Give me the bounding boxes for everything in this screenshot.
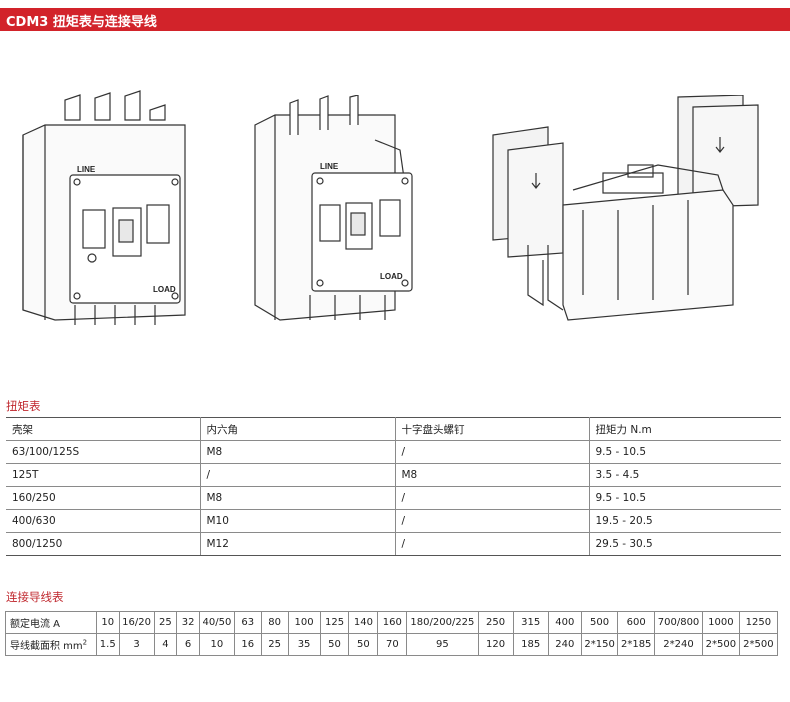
- area-cell: 10: [198, 633, 235, 656]
- wire-area-row: 导线截面积 mm2 1.5 3 4 6 10 16 25 35 50 50 70…: [5, 633, 779, 656]
- area-cell: 2*500: [738, 633, 779, 656]
- terminal-barrier-illustration: [492, 95, 759, 321]
- area-cell: 50: [348, 633, 379, 656]
- area-cell: 2*150: [580, 633, 619, 656]
- area-label-superscript: 2: [82, 638, 88, 647]
- current-cell: 700/800: [653, 611, 704, 634]
- area-cell: 25: [260, 633, 289, 656]
- table-row: 400/630 M10 / 19.5 - 20.5: [6, 509, 781, 533]
- area-cell: 16: [233, 633, 262, 656]
- table-row: 160/250 M8 / 9.5 - 10.5: [6, 486, 781, 510]
- table-cell: /: [395, 509, 590, 533]
- table-cell: 9.5 - 10.5: [589, 440, 781, 464]
- area-cell: 4: [153, 633, 178, 656]
- area-cell: 185: [512, 633, 549, 656]
- area-cell: 70: [377, 633, 408, 656]
- current-cell: 16/20: [118, 611, 155, 634]
- column-header: 扭矩力 N.m: [589, 417, 781, 441]
- current-cell: 1250: [738, 611, 779, 634]
- table-cell: 63/100/125S: [6, 440, 201, 464]
- area-cell: 6: [176, 633, 200, 656]
- current-cell: 100: [287, 611, 321, 634]
- line-label: LINE: [77, 165, 96, 174]
- breaker-front-illustration: LINE LOAD: [22, 90, 186, 325]
- area-cell: 2*500: [702, 633, 740, 656]
- table-cell: /: [200, 463, 396, 487]
- table-row: 125T / M8 3.5 - 4.5: [6, 463, 781, 487]
- area-cell: 50: [319, 633, 350, 656]
- table-row: 63/100/125S M8 / 9.5 - 10.5: [6, 440, 781, 464]
- area-cell: 2*240: [653, 633, 704, 656]
- table-cell: 9.5 - 10.5: [589, 486, 781, 510]
- table-cell: 125T: [6, 463, 201, 487]
- current-cell: 125: [319, 611, 350, 634]
- column-header: 十字盘头螺钉: [395, 417, 590, 441]
- area-cell: 35: [287, 633, 321, 656]
- area-row-label: 导线截面积 mm2: [5, 633, 97, 656]
- load-label: LOAD: [380, 272, 403, 281]
- area-cell: 2*185: [617, 633, 655, 656]
- table-cell: /: [395, 532, 590, 556]
- current-cell: 180/200/225: [406, 611, 479, 634]
- page-title: CDM3 扭矩表与连接导线: [6, 15, 157, 30]
- line-label: LINE: [320, 162, 339, 171]
- current-cell: 10: [95, 611, 120, 634]
- current-cell: 32: [176, 611, 200, 634]
- table-cell: 400/630: [6, 509, 201, 533]
- area-cell: 95: [406, 633, 479, 656]
- current-cell: 160: [377, 611, 408, 634]
- table-cell: /: [395, 486, 590, 510]
- current-cell: 80: [260, 611, 289, 634]
- current-cell: 400: [547, 611, 582, 634]
- torque-section-title: 扭矩表: [6, 399, 41, 413]
- area-cell: 1.5: [95, 633, 120, 656]
- table-cell: 3.5 - 4.5: [589, 463, 781, 487]
- header-banner: CDM3 扭矩表与连接导线: [0, 8, 790, 31]
- table-cell: 160/250: [6, 486, 201, 510]
- table-cell: M10: [200, 509, 396, 533]
- torque-header-row: 壳架 内六角 十字盘头螺钉 扭矩力 N.m: [6, 417, 781, 441]
- current-cell: 1000: [702, 611, 740, 634]
- table-cell: 29.5 - 30.5: [589, 532, 781, 556]
- table-cell: M8: [395, 463, 590, 487]
- current-cell: 63: [233, 611, 262, 634]
- current-cell: 500: [580, 611, 619, 634]
- table-row: 800/1250 M12 / 29.5 - 30.5: [6, 532, 781, 556]
- load-label: LOAD: [153, 285, 176, 294]
- table-cell: M12: [200, 532, 396, 556]
- table-cell: 19.5 - 20.5: [589, 509, 781, 533]
- area-cell: 120: [477, 633, 514, 656]
- column-header: 壳架: [6, 417, 201, 441]
- table-cell: /: [395, 440, 590, 464]
- table-cell: M8: [200, 486, 396, 510]
- wire-table: 额定电流 A 10 16/20 25 32 40/50 63 80 100 12…: [5, 611, 779, 656]
- column-header: 内六角: [200, 417, 396, 441]
- table-cell: 800/1250: [6, 532, 201, 556]
- current-cell: 250: [477, 611, 514, 634]
- wire-section-title: 连接导线表: [6, 590, 64, 604]
- table-cell: M8: [200, 440, 396, 464]
- current-row-label: 额定电流 A: [5, 611, 97, 634]
- current-cell: 25: [153, 611, 178, 634]
- current-cell: 315: [512, 611, 549, 634]
- current-cell: 140: [348, 611, 379, 634]
- area-cell: 240: [547, 633, 582, 656]
- area-cell: 3: [118, 633, 155, 656]
- area-label-text: 导线截面积 mm: [10, 641, 83, 652]
- current-cell: 600: [617, 611, 655, 634]
- breaker-angled-illustration: LINE LOAD: [254, 95, 413, 321]
- current-cell: 40/50: [198, 611, 235, 634]
- torque-table: 壳架 内六角 十字盘头螺钉 扭矩力 N.m 63/100/125S M8 / 9…: [6, 417, 781, 556]
- wire-current-row: 额定电流 A 10 16/20 25 32 40/50 63 80 100 12…: [5, 611, 779, 634]
